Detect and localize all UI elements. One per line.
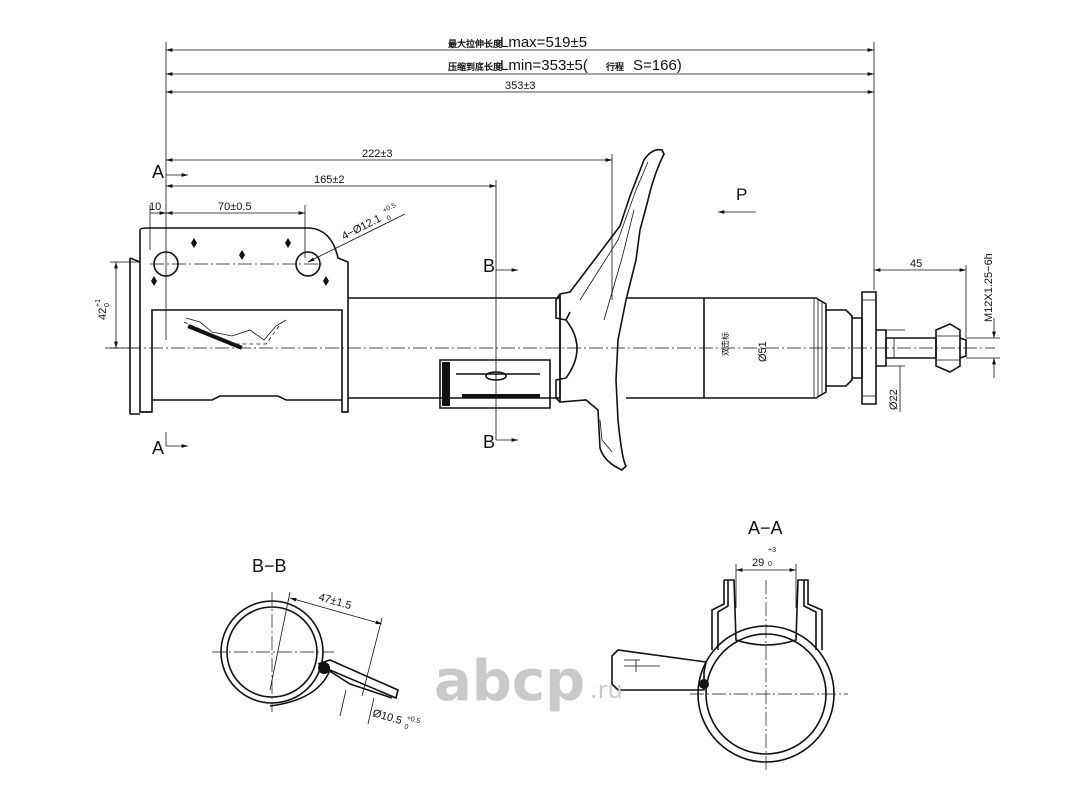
- seat-222-label: 222±3: [362, 148, 393, 160]
- dim-105-group: Ø10.5 +0.5 0: [371, 707, 421, 731]
- height-42-tol-low: 0: [104, 303, 111, 307]
- lmax-label: Lmax=519±5: [500, 34, 587, 51]
- watermark-suffix: .ru: [590, 676, 623, 704]
- holes-tol: +0.5: [382, 202, 398, 215]
- length-353-label: 353±3: [505, 80, 536, 92]
- dim-105-tol: +0.5: [406, 715, 421, 726]
- thread-label: M12X1.25−6h: [983, 253, 995, 322]
- direction-p-label: P: [736, 185, 747, 204]
- watermark-brand: abcp: [434, 649, 585, 714]
- dia-22-label: Ø22: [888, 389, 900, 410]
- lmin-label: Lmin=353±5(: [500, 57, 588, 74]
- height-42-tol: +1: [95, 299, 102, 307]
- section-b-top-label: B: [483, 256, 495, 276]
- dia-22-group: Ø22: [888, 389, 900, 410]
- height-42-label: 42: [97, 308, 109, 320]
- lmin-prefix: 压缩到底长度: [448, 61, 503, 72]
- dim-105-tol-low: 0: [403, 723, 409, 731]
- section-a-bottom-label: A: [152, 438, 164, 458]
- body-mark-group: 双击标: [720, 332, 730, 356]
- height-42-group: 42 +1 0: [95, 299, 111, 320]
- section-markers: [165, 173, 756, 448]
- dim-105-label: Ø10.5: [371, 707, 403, 727]
- dim-29-tol-low: 0: [768, 561, 772, 568]
- body-mark: 双击标: [720, 332, 730, 356]
- section-bb: [212, 591, 399, 725]
- len-10-label: 10: [149, 201, 161, 213]
- holes-label-group: 4−Ø12.1 +0.5 0: [340, 202, 398, 243]
- dia-51-group: Ø51: [757, 341, 769, 362]
- spring-seat: [555, 148, 665, 471]
- stroke-prefix: 行程: [605, 61, 624, 72]
- lmax-prefix: 最大拉伸长度: [448, 38, 503, 49]
- dim-29-tol: +3: [768, 547, 776, 554]
- section-aa-title: A−A: [748, 518, 783, 538]
- len-70-label: 70±0.5: [218, 201, 252, 213]
- len-165-label: 165±2: [314, 174, 345, 186]
- outer-cylinder: [626, 291, 967, 405]
- section-aa: [611, 564, 848, 770]
- holes-tol-low: 0: [386, 215, 393, 223]
- strut-tube: [348, 297, 561, 409]
- dim-47-group: 47±1.5: [317, 591, 353, 612]
- stroke-label: S=166): [633, 57, 682, 74]
- section-a-top-label: A: [152, 162, 164, 182]
- len-45-label: 45: [910, 258, 922, 270]
- overall-dimensions: [149, 42, 875, 440]
- section-bb-title: B−B: [252, 556, 287, 576]
- section-b-bottom-label: B: [483, 432, 495, 452]
- dia-51-label: Ø51: [757, 341, 769, 362]
- dim-29-label: 29: [752, 557, 764, 569]
- dim-47-label: 47±1.5: [317, 591, 353, 612]
- knuckle-bracket: [129, 227, 349, 415]
- thread-group: M12X1.25−6h: [983, 253, 995, 322]
